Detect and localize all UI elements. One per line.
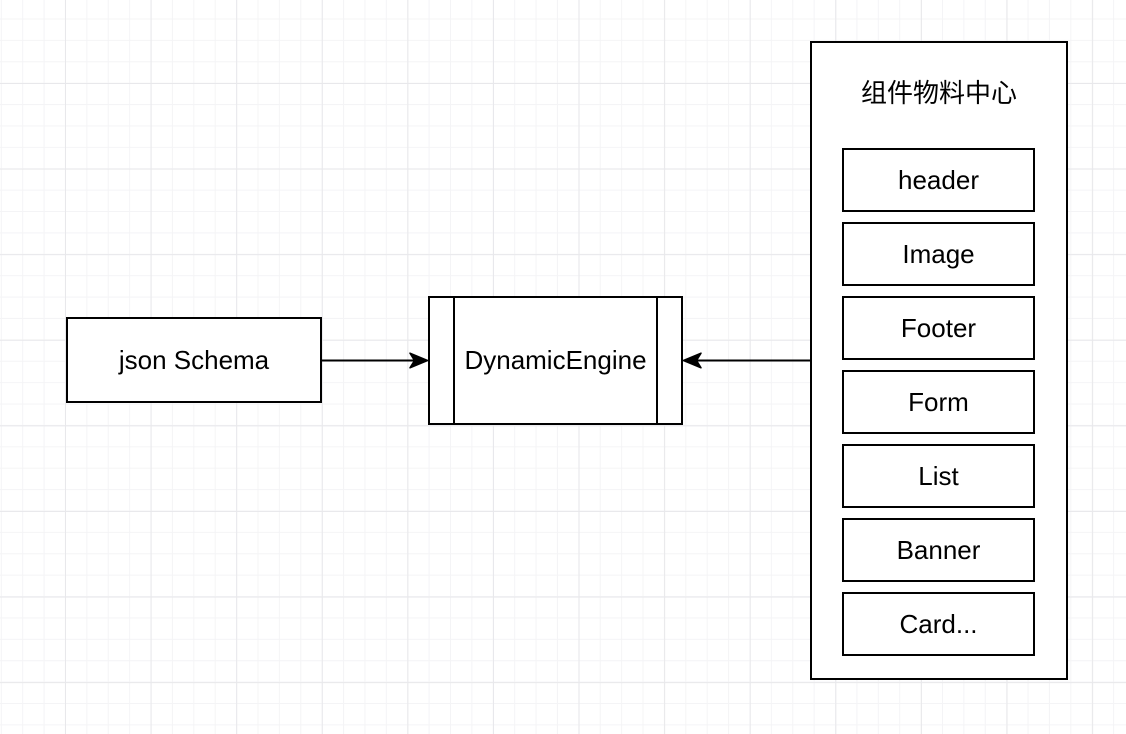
component-item-label: Image: [902, 238, 975, 269]
process-left-bar: [453, 298, 455, 423]
container-material-center[interactable]: 组件物料中心 header Image Footer Form List Ban…: [810, 41, 1068, 680]
component-item-footer[interactable]: Footer: [842, 296, 1035, 360]
component-item-banner[interactable]: Banner: [842, 518, 1035, 582]
node-dynamic-engine-label: DynamicEngine: [464, 345, 647, 375]
node-json-schema[interactable]: json Schema: [66, 317, 322, 403]
component-item-label: Banner: [896, 534, 981, 565]
node-json-schema-label: json Schema: [118, 344, 270, 375]
arrow-material-center-to-engine[interactable]: [682, 350, 810, 371]
component-item-image[interactable]: Image: [842, 222, 1035, 286]
node-dynamic-engine[interactable]: DynamicEngine: [428, 296, 683, 425]
component-item-form[interactable]: Form: [842, 370, 1035, 434]
arrowhead-left-icon: [682, 352, 702, 369]
arrowhead-right-icon: [409, 352, 429, 369]
process-right-bar: [656, 298, 658, 423]
component-item-label: Card...: [899, 608, 978, 639]
arrow-json-schema-to-engine[interactable]: [322, 350, 429, 371]
material-center-title: 组件物料中心: [860, 78, 1017, 108]
component-item-label: Form: [908, 386, 969, 417]
component-item-card[interactable]: Card...: [842, 592, 1035, 656]
component-item-label: header: [898, 164, 979, 195]
component-item-list[interactable]: List: [842, 444, 1035, 508]
component-item-label: List: [918, 460, 959, 491]
component-item-header[interactable]: header: [842, 148, 1035, 212]
component-item-label: Footer: [900, 312, 977, 343]
